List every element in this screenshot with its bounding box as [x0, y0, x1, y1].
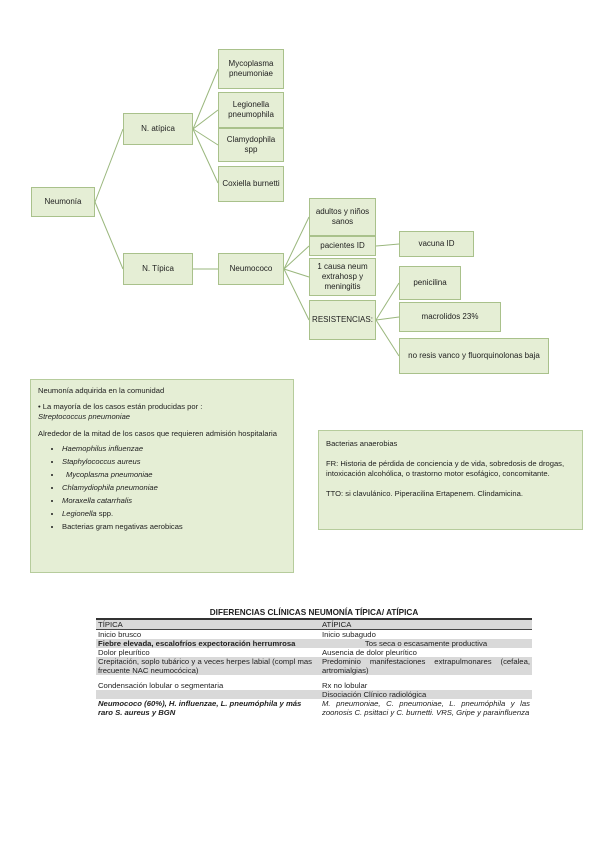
- table-cell: Condensación lobular o segmentaria: [98, 681, 224, 690]
- risk-factors-text: FR: Historia de pérdida de conciencia y …: [326, 458, 565, 479]
- list-item: Haemophilus influenzae: [62, 444, 286, 455]
- node-label: RESISTENCIAS:: [312, 315, 373, 324]
- table-cell: Neumococo (60%), H. influenzae, L. pneum…: [98, 699, 302, 717]
- table-cell: Predominio manifestaciones extrapulmonar…: [322, 657, 530, 675]
- node-label: no resis vanco y fluorquinolonas baja: [408, 351, 540, 360]
- admission-text: Alrededor de la mitad de los casos que r…: [38, 428, 277, 438]
- node-penicilina: penicilina: [399, 266, 461, 300]
- list-item: Legionella spp.: [62, 509, 286, 520]
- table-row: Crepitación, soplo tubárico y a veces he…: [96, 657, 532, 675]
- connector-line: [375, 319, 400, 357]
- node-label: Neumococo: [229, 264, 273, 273]
- header-cell-atypical: ATÍPICA: [322, 620, 352, 629]
- node-neumococo: Neumococo: [218, 253, 284, 285]
- node-label: Legionella pneumophila: [228, 100, 274, 119]
- list-item: Bacterias gram negativas aerobicas: [62, 522, 286, 533]
- connector-line: [283, 268, 310, 321]
- table-cell: Fiebre elevada, escalofríos expectoració…: [98, 639, 296, 648]
- list-item: Mycoplasma pneumoniae: [62, 470, 286, 481]
- node-label: 1 causa neum extrahosp y meningitis: [317, 262, 368, 291]
- node-label: N. Típica: [142, 264, 174, 273]
- table-cell: M. pneumoniae, C. pneumoniae, L. pneumóp…: [322, 699, 530, 717]
- majority-cases: • La mayoría de los casos están producid…: [38, 402, 286, 423]
- node-label: Clamydophila spp: [226, 135, 276, 154]
- node-typical: N. Típica: [123, 253, 193, 285]
- anaerobic-bacteria-panel: Bacterias anaerobias FR: Historia de pér…: [318, 430, 583, 530]
- panel-title: Neumonía adquirida en la comunidad: [38, 386, 165, 395]
- table-row: Disociación Clínico radiológica: [96, 690, 532, 699]
- list-item: Moraxella catarrhalis: [62, 496, 286, 507]
- node-legionella: Legionella pneumophila: [218, 92, 284, 128]
- node-neumonia: Neumonía: [31, 187, 95, 217]
- node-label: Mycoplasma pneumoniae: [228, 59, 274, 78]
- node-label: pacientes ID: [320, 241, 365, 250]
- table-cell: Tos seca o escasamente productiva: [364, 639, 488, 648]
- node-coxiella: Coxiella burnetti: [218, 166, 284, 202]
- node-label: Neumonía: [44, 197, 82, 206]
- node-label: penicilina: [413, 278, 447, 287]
- connector-line: [283, 268, 310, 278]
- connector-line: [375, 316, 400, 321]
- node-label: N. atípica: [141, 124, 175, 133]
- panel-title: Bacterias anaerobias: [326, 439, 398, 448]
- header-cell-typical: TÍPICA: [98, 620, 123, 629]
- connector-line: [375, 282, 400, 321]
- organism-suffix: spp.: [96, 509, 114, 518]
- connector-line: [192, 68, 219, 130]
- table-row: Dolor pleurítico Ausencia de dolor pleur…: [96, 648, 532, 657]
- differences-table: DIFERENCIAS CLÍNICAS NEUMONÍA TÍPICA/ AT…: [96, 608, 532, 717]
- node-label: macrolidos 23%: [421, 312, 479, 321]
- table-cell: [96, 690, 314, 699]
- table-row: Fiebre elevada, escalofríos expectoració…: [96, 639, 532, 648]
- treatment-text: TTO: si clavulánico. Piperacilina Ertape…: [326, 488, 523, 498]
- organism-list: Haemophilus influenzae Staphylococcus au…: [38, 444, 286, 533]
- connector-line: [192, 128, 219, 146]
- node-causa-neum: 1 causa neum extrahosp y meningitis: [309, 258, 376, 296]
- organism-name: Streptococcus pneumoniae: [38, 412, 131, 421]
- connector-line: [283, 216, 310, 270]
- list-item: Chlamydiophila pneumoniae: [62, 483, 286, 494]
- node-clamydophila: Clamydophila spp: [218, 128, 284, 162]
- table-cell: Dolor pleurítico: [98, 648, 150, 657]
- connector-line: [283, 245, 310, 270]
- table-cell: Ausencia de dolor pleurítico: [322, 648, 417, 657]
- node-vanco: no resis vanco y fluorquinolonas baja: [399, 338, 549, 374]
- organism-name: Legionella: [62, 509, 97, 518]
- connector-line: [375, 243, 400, 247]
- connector-line: [192, 109, 219, 130]
- node-label: Coxiella burnetti: [222, 179, 280, 188]
- list-item: Staphylococcus aureus: [62, 457, 286, 468]
- table-title: DIFERENCIAS CLÍNICAS NEUMONÍA TÍPICA/ AT…: [96, 608, 532, 620]
- table-cell: Rx no lobular: [322, 681, 368, 690]
- table-cell: Disociación Clínico radiológica: [322, 690, 427, 699]
- connector-line: [192, 128, 219, 184]
- node-macrolidos: macrolidos 23%: [399, 302, 501, 332]
- majority-text: • La mayoría de los casos están producid…: [38, 401, 203, 411]
- node-pacientes-id: pacientes ID: [309, 236, 376, 256]
- node-mycoplasma: Mycoplasma pneumoniae: [218, 49, 284, 89]
- table-cell: Inicio subagudo: [322, 630, 376, 639]
- node-label: adultos y niños sanos: [315, 207, 370, 226]
- node-resistencias: RESISTENCIAS:: [309, 300, 376, 340]
- node-vacuna: vacuna ID: [399, 231, 474, 257]
- connector-line: [94, 128, 124, 203]
- community-pneumonia-panel: Neumonía adquirida en la comunidad • La …: [30, 379, 294, 573]
- table-row: Neumococo (60%), H. influenzae, L. pneum…: [96, 699, 532, 717]
- connector-line: [94, 201, 124, 270]
- table-cell: Crepitación, soplo tubárico y a veces he…: [98, 657, 312, 675]
- table-header-row: TÍPICA ATÍPICA: [96, 620, 532, 630]
- node-atypical: N. atípica: [123, 113, 193, 145]
- diagram-connectors: [94, 68, 400, 357]
- table-row: Condensación lobular o segmentaria Rx no…: [96, 681, 532, 690]
- node-adultos: adultos y niños sanos: [309, 198, 376, 236]
- table-cell: Inicio brusco: [98, 630, 142, 639]
- table-row: Inicio brusco Inicio subagudo: [96, 630, 532, 639]
- node-label: vacuna ID: [418, 239, 455, 248]
